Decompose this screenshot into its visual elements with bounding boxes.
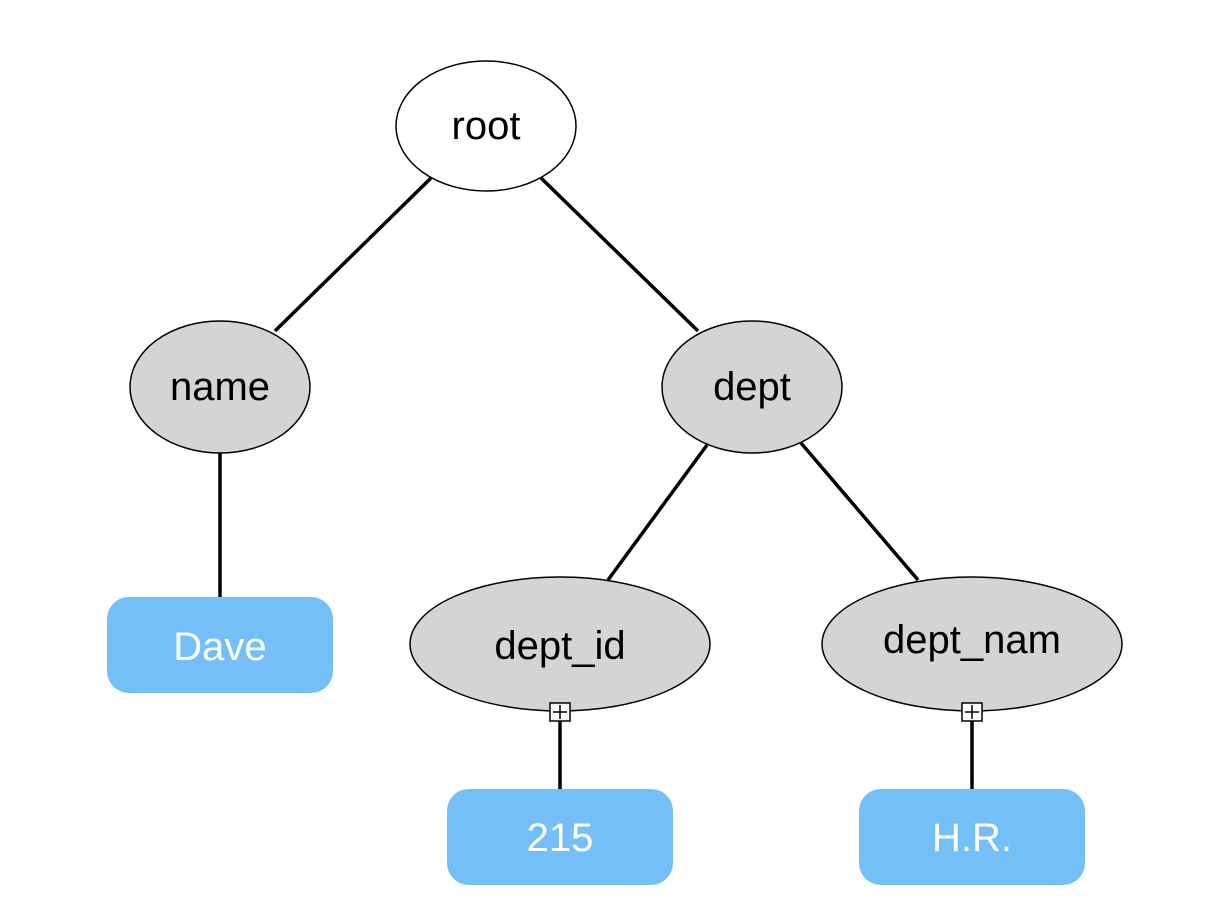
node-dept-nam[interactable]: dept_nam <box>821 576 1123 712</box>
node-name-label: name <box>170 365 270 409</box>
edge-root-dept <box>539 176 700 333</box>
edge-dept-deptnam <box>799 441 920 582</box>
edge-dept-deptid <box>606 443 709 582</box>
leaf-hr-label: H.R. <box>932 816 1012 860</box>
expander-dept-id[interactable] <box>549 702 571 722</box>
node-dept-id-label: dept_id <box>494 624 625 668</box>
node-dept-shape <box>661 320 843 454</box>
node-name[interactable]: name <box>129 320 311 454</box>
leaf-dave[interactable]: Dave <box>107 597 333 693</box>
edges <box>218 176 974 790</box>
node-name-shape <box>129 320 311 454</box>
node-dept-label: dept <box>713 365 791 409</box>
leaf-hr-shape <box>859 789 1085 885</box>
leaf-215-shape <box>447 789 673 885</box>
expander-dept-nam[interactable] <box>961 702 983 722</box>
node-dept-id[interactable]: dept_id <box>409 576 711 712</box>
node-root-label: root <box>452 104 521 148</box>
leaf-215[interactable]: 215 <box>447 789 673 885</box>
edge-root-name <box>273 176 433 333</box>
leaf-215-label: 215 <box>527 816 594 860</box>
node-root[interactable]: root <box>395 60 577 192</box>
node-dept-nam-label: dept_nam <box>883 618 1061 662</box>
leaf-dave-shape <box>107 597 333 693</box>
node-root-shape <box>395 60 577 192</box>
leaf-dave-label: Dave <box>173 625 266 669</box>
leaf-hr[interactable]: H.R. <box>859 789 1085 885</box>
node-dept[interactable]: dept <box>661 320 843 454</box>
